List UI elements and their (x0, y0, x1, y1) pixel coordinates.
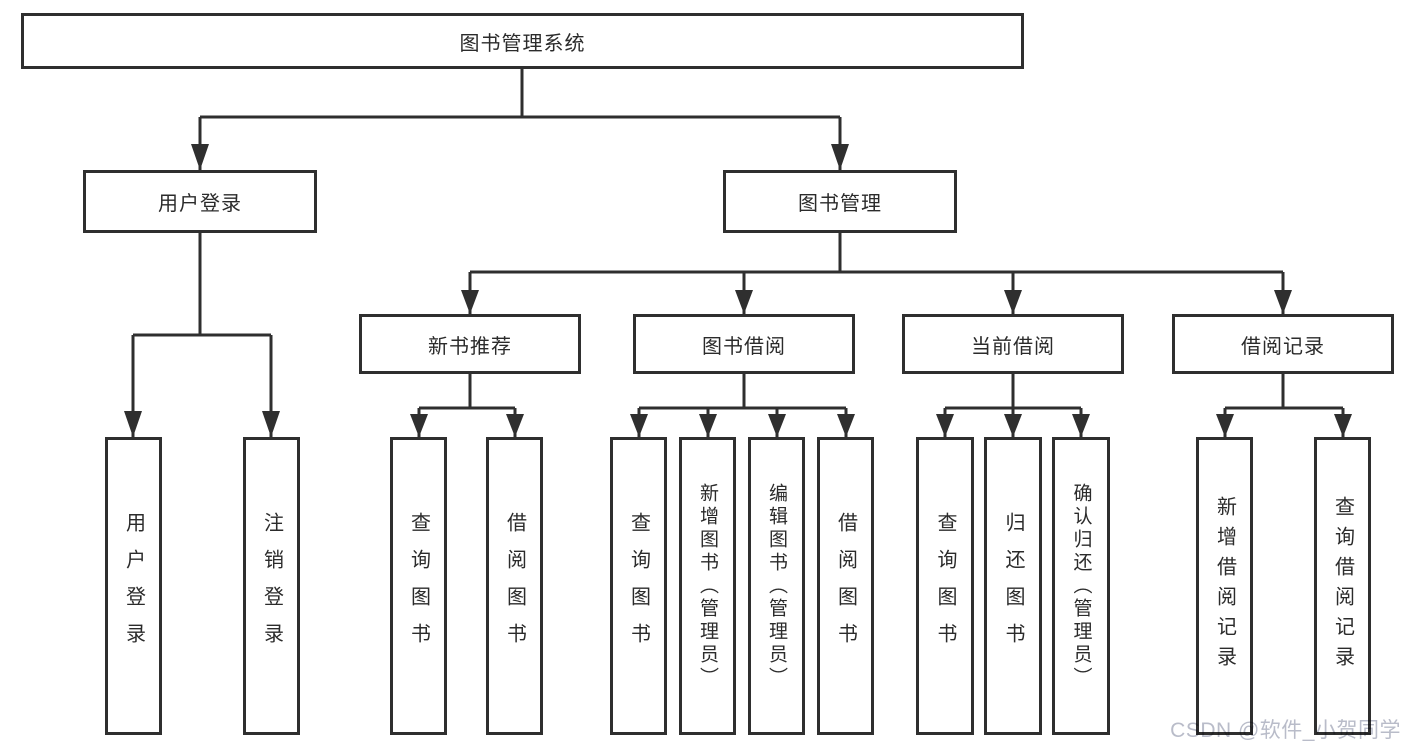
node-book-borrowing: 图书借阅 (633, 314, 855, 374)
node-user-login: 用户登录 (83, 170, 317, 233)
connector-book-borrowing-children (630, 374, 855, 437)
connector-user-login-children (124, 233, 280, 437)
node-current-borrowing: 当前借阅 (902, 314, 1124, 374)
leaf-edit-books-admin: 编辑图书（管理员） (748, 437, 805, 735)
connector-new-book-recommendation-children (410, 374, 524, 437)
connector-current-borrowing-children (936, 374, 1090, 437)
csdn-watermark: CSDN @软件_小贺同学 (1170, 719, 1401, 742)
node-new-book-recommendation: 新书推荐 (359, 314, 581, 374)
node-book-management: 图书管理 (723, 170, 957, 233)
leaf-add-borrow-record: 新增借阅记录 (1196, 437, 1253, 735)
leaf-add-books-admin: 新增图书（管理员） (679, 437, 736, 735)
leaf-borrow-books-recommend: 借阅图书 (486, 437, 543, 735)
leaf-user-login: 用户登录 (105, 437, 162, 735)
leaf-query-books-borrowing: 查询图书 (610, 437, 667, 735)
leaf-query-borrow-record: 查询借阅记录 (1314, 437, 1371, 735)
connector-root-to-level2 (191, 69, 849, 170)
leaf-query-books-recommend: 查询图书 (390, 437, 447, 735)
leaf-borrow-books-borrowing: 借阅图书 (817, 437, 874, 735)
connector-book-management-children (461, 233, 1292, 314)
leaf-logout-login: 注销登录 (243, 437, 300, 735)
leaf-confirm-return-admin: 确认归还（管理员） (1052, 437, 1110, 735)
node-borrowing-records: 借阅记录 (1172, 314, 1394, 374)
connector-borrowing-records-children (1216, 374, 1352, 437)
leaf-return-books: 归还图书 (984, 437, 1042, 735)
leaf-query-books-current: 查询图书 (916, 437, 974, 735)
node-library-system: 图书管理系统 (21, 13, 1024, 69)
